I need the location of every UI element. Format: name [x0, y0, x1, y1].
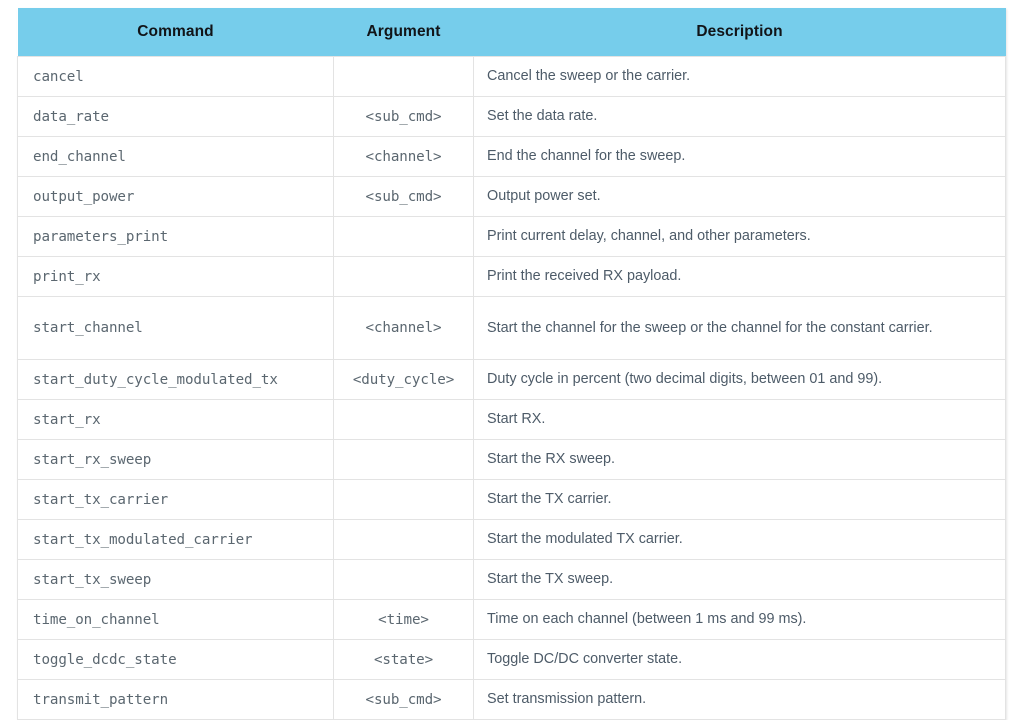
cell-command: time_on_channel: [17, 599, 334, 640]
table-row: parameters_print Print current delay, cha…: [17, 216, 1006, 257]
cell-command: data_rate: [17, 96, 334, 137]
cell-command: end_channel: [17, 136, 334, 177]
cell-argument: <state>: [333, 639, 474, 680]
cell-description: Start the TX carrier.: [473, 479, 1006, 520]
table-row: transmit_pattern<sub_cmd>Set transmissio…: [17, 679, 1006, 720]
cell-argument: [333, 519, 474, 560]
table-row: start_tx_carrier Start the TX carrier.: [17, 479, 1006, 520]
table-row: cancel Cancel the sweep or the carrier.: [17, 56, 1006, 97]
cell-argument: <sub_cmd>: [333, 96, 474, 137]
table-row: output_power<sub_cmd>Output power set.: [17, 176, 1006, 217]
cell-command: start_tx_modulated_carrier: [17, 519, 334, 560]
table-row: data_rate<sub_cmd>Set the data rate.: [17, 96, 1006, 137]
cell-argument: <channel>: [333, 136, 474, 177]
cell-command: parameters_print: [17, 216, 334, 257]
cell-description: Output power set.: [473, 176, 1006, 217]
cell-command: output_power: [17, 176, 334, 217]
table-row: end_channel<channel>End the channel for …: [17, 136, 1006, 177]
cell-description: Set transmission pattern.: [473, 679, 1006, 720]
table-row: start_tx_modulated_carrier Start the modu…: [17, 519, 1006, 560]
cell-command: toggle_dcdc_state: [17, 639, 334, 680]
cell-argument: [333, 559, 474, 600]
cell-description: Start the TX sweep.: [473, 559, 1006, 600]
cell-description: End the channel for the sweep.: [473, 136, 1006, 177]
table-header: Command Argument Description: [17, 8, 1006, 57]
cell-command: print_rx: [17, 256, 334, 297]
cell-argument: [333, 399, 474, 440]
cell-description: Start the channel for the sweep or the c…: [473, 296, 1006, 360]
cell-description: Set the data rate.: [473, 96, 1006, 137]
cell-description: Print current delay, channel, and other …: [473, 216, 1006, 257]
table-row: start_rx_sweep Start the RX sweep.: [17, 439, 1006, 480]
table-row: start_rx Start RX.: [17, 399, 1006, 440]
page-root: Command Argument Description cancel Cance…: [17, 8, 1006, 720]
cell-description: Start the modulated TX carrier.: [473, 519, 1006, 560]
cell-command: transmit_pattern: [17, 679, 334, 720]
cell-argument: <duty_cycle>: [333, 359, 474, 400]
cell-description: Toggle DC/DC converter state.: [473, 639, 1006, 680]
cell-description: Start the RX sweep.: [473, 439, 1006, 480]
table-row: start_channel<channel>Start the channel …: [17, 296, 1006, 360]
table-row: start_duty_cycle_modulated_tx<duty_cycle…: [17, 359, 1006, 400]
cell-command: start_rx: [17, 399, 334, 440]
column-header-command: Command: [17, 8, 334, 57]
table-row: start_tx_sweep Start the TX sweep.: [17, 559, 1006, 600]
column-header-description: Description: [473, 8, 1006, 57]
cell-description: Duty cycle in percent (two decimal digit…: [473, 359, 1006, 400]
cell-description: Cancel the sweep or the carrier.: [473, 56, 1006, 97]
cell-argument: [333, 56, 474, 97]
cell-argument: [333, 256, 474, 297]
cell-argument: <sub_cmd>: [333, 176, 474, 217]
cell-argument: <sub_cmd>: [333, 679, 474, 720]
cell-argument: [333, 479, 474, 520]
table-row: toggle_dcdc_state<state>Toggle DC/DC con…: [17, 639, 1006, 680]
table-header-row: Command Argument Description: [17, 8, 1006, 57]
cell-command: cancel: [17, 56, 334, 97]
cell-description: Time on each channel (between 1 ms and 9…: [473, 599, 1006, 640]
cell-command: start_rx_sweep: [17, 439, 334, 480]
cell-command: start_tx_sweep: [17, 559, 334, 600]
cell-description: Print the received RX payload.: [473, 256, 1006, 297]
cell-argument: [333, 439, 474, 480]
cell-argument: <channel>: [333, 296, 474, 360]
column-header-argument: Argument: [333, 8, 474, 57]
table-row: time_on_channel<time>Time on each channe…: [17, 599, 1006, 640]
cell-description: Start RX.: [473, 399, 1006, 440]
cell-command: start_duty_cycle_modulated_tx: [17, 359, 334, 400]
cell-command: start_tx_carrier: [17, 479, 334, 520]
cell-argument: <time>: [333, 599, 474, 640]
cell-argument: [333, 216, 474, 257]
cell-command: start_channel: [17, 296, 334, 360]
command-reference-table: Command Argument Description cancel Cance…: [17, 8, 1006, 720]
table-row: print_rx Print the received RX payload.: [17, 256, 1006, 297]
command-table-container: Command Argument Description cancel Cance…: [17, 8, 1006, 720]
